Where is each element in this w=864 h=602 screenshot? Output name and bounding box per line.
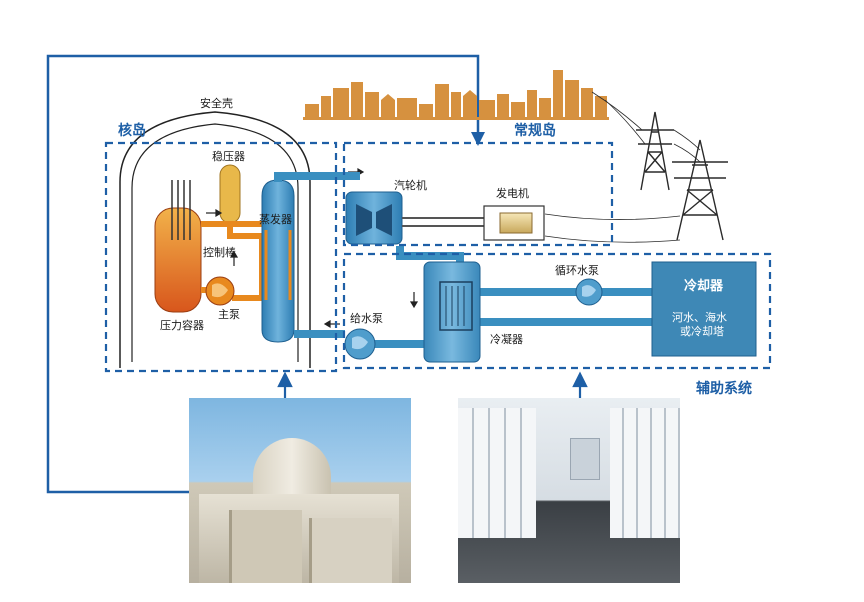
cooler-desc-line2: 或冷却塔: [680, 325, 724, 338]
pressure-vessel-label: 压力容器: [160, 319, 204, 332]
main-pump-label: 主泵: [218, 308, 240, 321]
pressure-vessel: [154, 180, 202, 313]
cooler: [651, 261, 757, 357]
pressurizer: [219, 164, 241, 224]
pressurizer-label: 稳压器: [212, 150, 245, 163]
containment-label: 安全壳: [200, 97, 233, 110]
photo-arrows: [277, 371, 588, 398]
nuclear-island-label: 核岛: [118, 123, 146, 139]
circulating-pump-label: 循环水泵: [555, 264, 599, 277]
conventional-island-box: [342, 141, 614, 247]
feedwater-pump: [344, 328, 376, 360]
secondary-loop-pipes: [274, 172, 652, 348]
containment-building: [119, 111, 311, 368]
condenser: [423, 261, 481, 363]
turbine: [345, 191, 403, 245]
auxiliary-system-label: 辅助系统: [696, 381, 752, 397]
steam-generator-label: 蒸发器: [259, 213, 292, 226]
feedwater-pump-label: 给水泵: [350, 312, 383, 325]
cabinet-row-right: [610, 408, 680, 538]
plant-building-2: [229, 510, 302, 583]
steam-generator: [261, 179, 295, 343]
auxiliary-system-box: [342, 252, 772, 370]
main-pump: [205, 276, 235, 306]
cooler-desc-line1: 河水、海水: [672, 311, 727, 324]
feedback-loop-line: [46, 54, 485, 494]
turbine-label: 汽轮机: [394, 179, 427, 192]
plant-building-3: [309, 518, 392, 583]
control-rod-label: 控制棒: [203, 246, 236, 259]
nuclear-island-box: [104, 141, 338, 373]
city-skyline-icon: [303, 70, 609, 120]
circulating-water-pump: [575, 278, 603, 306]
region-boxes: [104, 141, 772, 373]
cooler-title: 冷却器: [684, 279, 724, 294]
generator-label: 发电机: [496, 187, 529, 200]
nuclear-plant-photo: [189, 398, 411, 583]
condenser-label: 冷凝器: [490, 333, 523, 346]
generator: [483, 205, 545, 241]
hall-door: [570, 438, 600, 480]
switchgear-hall-photo: [458, 398, 680, 583]
conventional-island-label: 常规岛: [514, 123, 556, 139]
cabinet-row-left: [458, 408, 536, 538]
